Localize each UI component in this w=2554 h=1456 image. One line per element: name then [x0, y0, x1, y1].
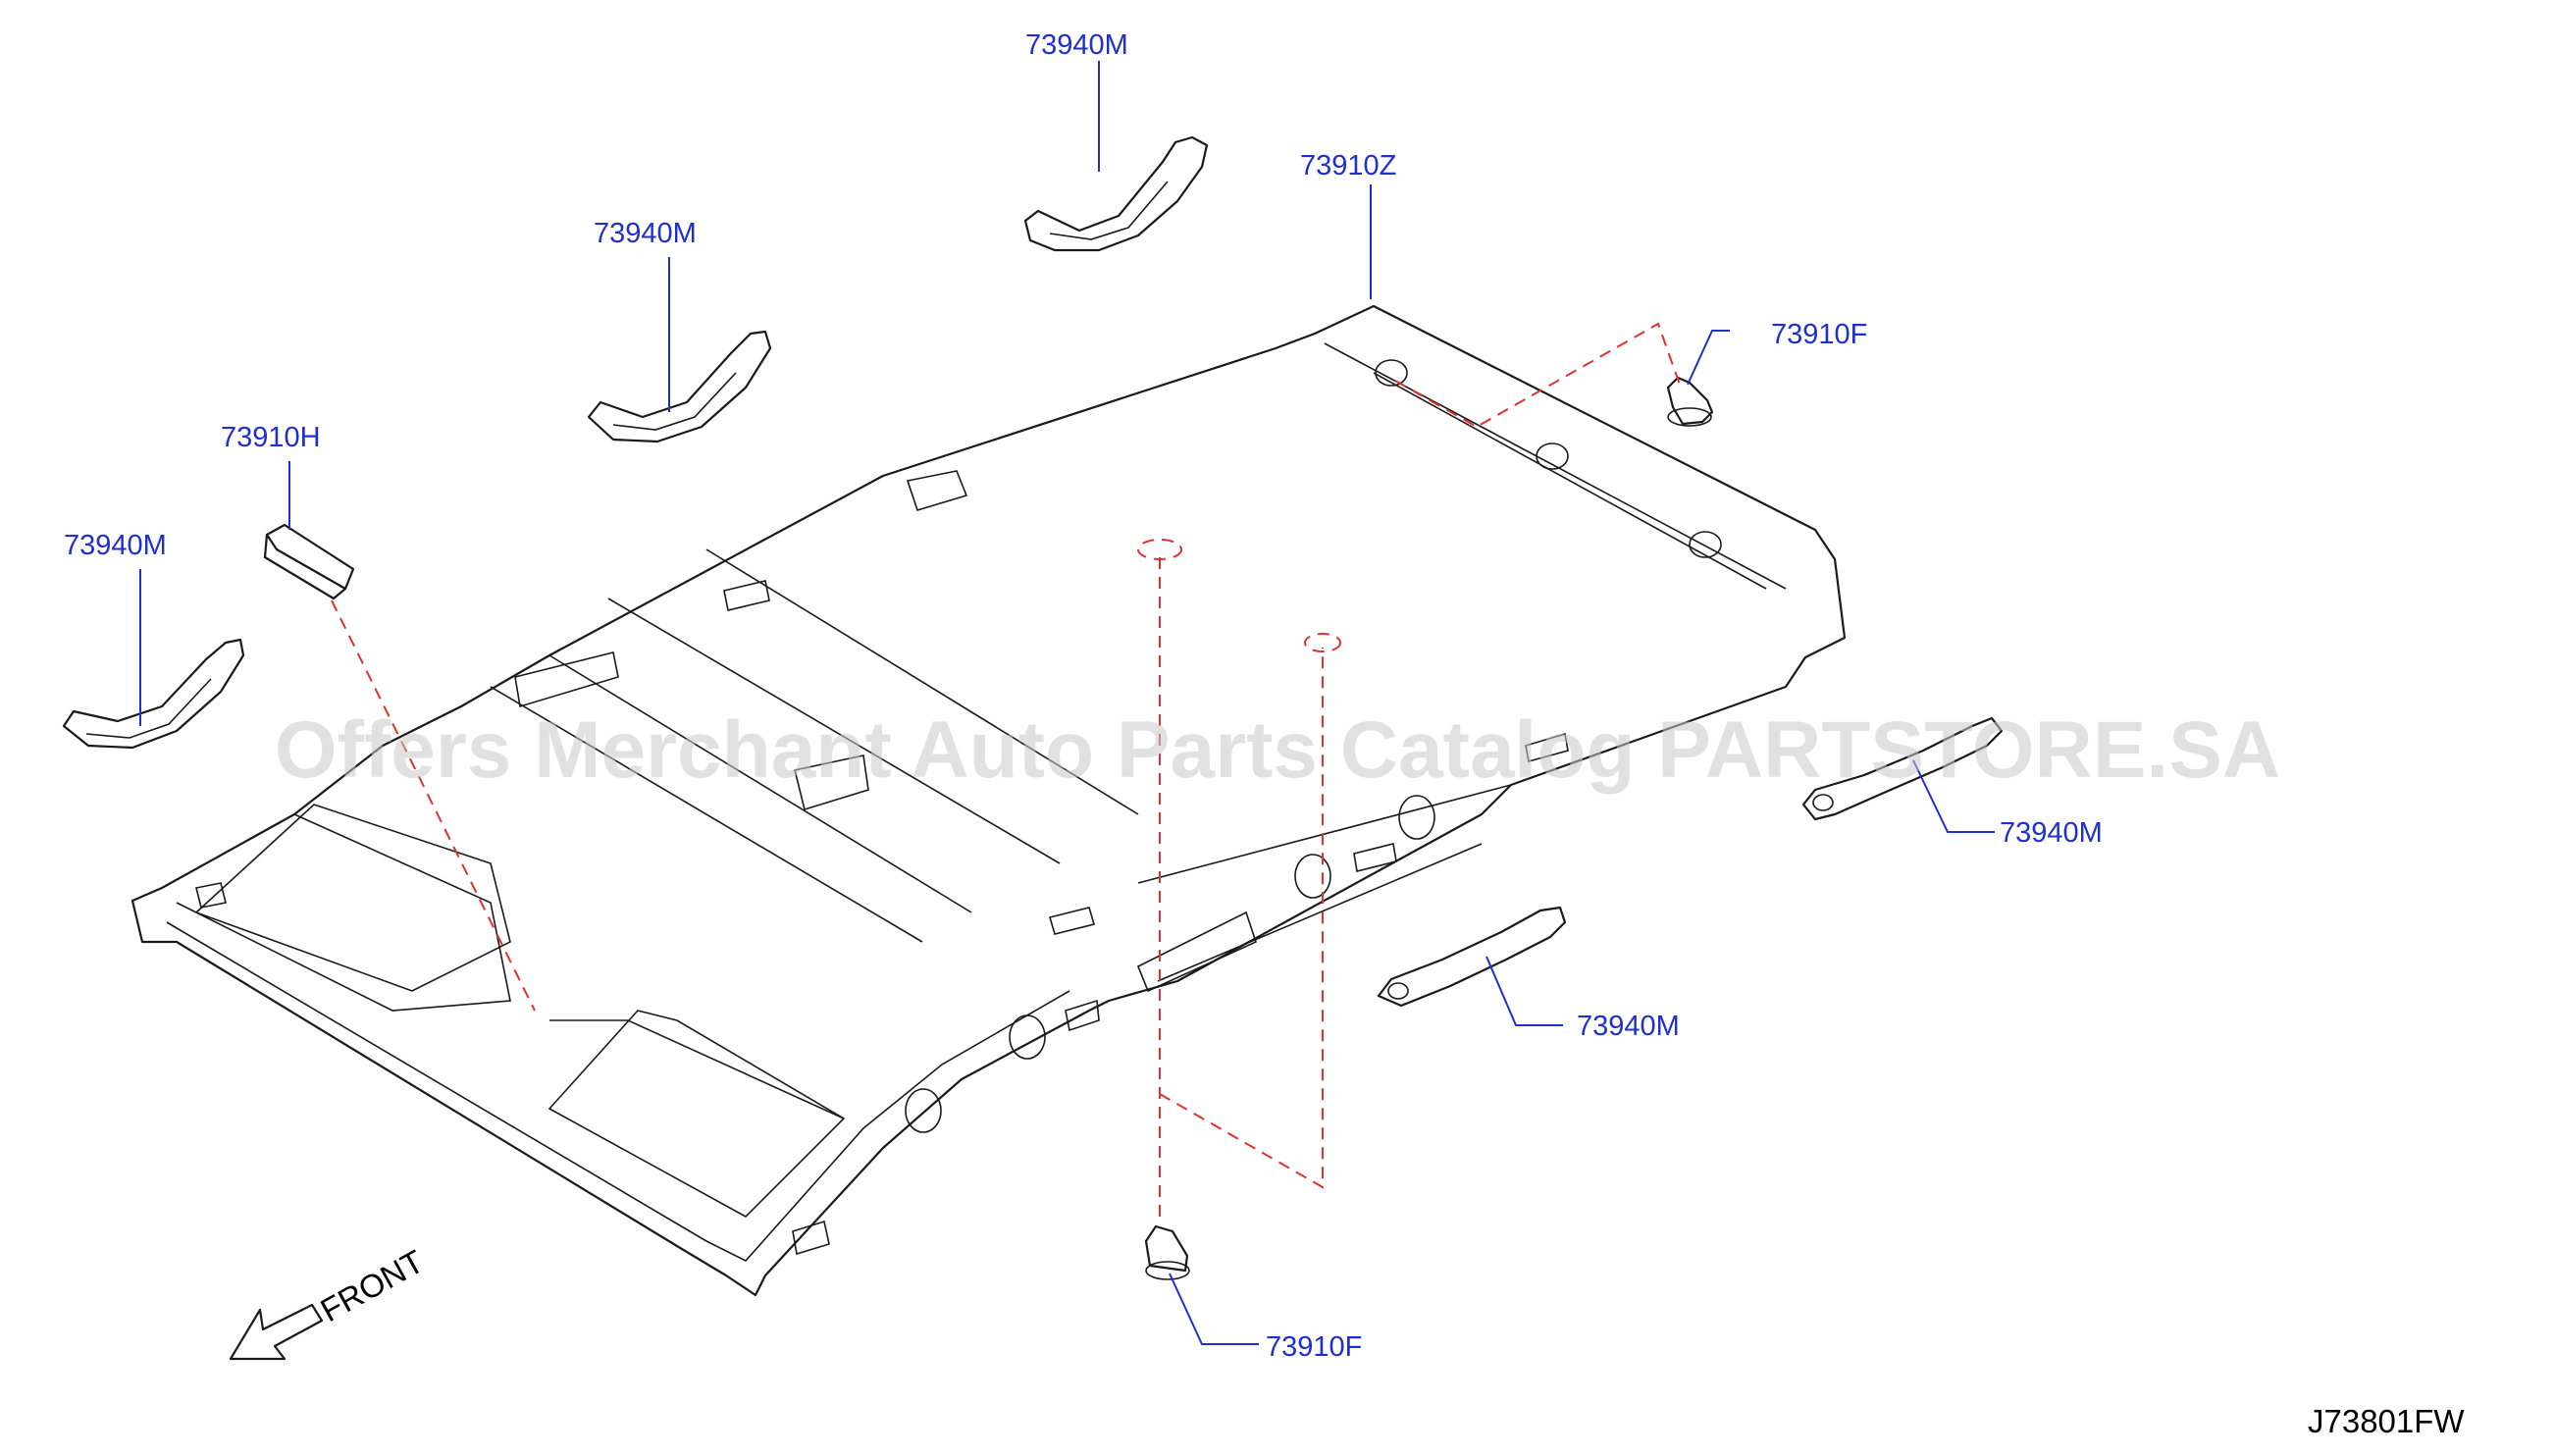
leader-lines — [139, 61, 1995, 1345]
label-73940M-top[interactable]: 73940M — [1025, 29, 1128, 61]
clip-upper[interactable] — [1666, 376, 1714, 427]
assist-grip-left[interactable] — [62, 638, 245, 750]
assist-grip-right-upper[interactable] — [1801, 716, 2004, 821]
pad-73910H[interactable] — [263, 523, 355, 600]
label-73940M-right-lower[interactable]: 73940M — [1577, 1011, 1680, 1042]
front-arrow — [229, 1303, 324, 1361]
label-73940M-right-upper[interactable]: 73940M — [2000, 817, 2103, 849]
label-73910H[interactable]: 73910H — [221, 422, 321, 453]
assist-grip-top[interactable] — [1023, 135, 1209, 252]
front-label: FRONT — [314, 1243, 429, 1328]
label-73910Z[interactable]: 73910Z — [1300, 150, 1396, 182]
label-73940M-left[interactable]: 73940M — [64, 530, 167, 561]
assist-grip-right-lower[interactable] — [1377, 906, 1567, 1008]
assembly-lines — [331, 322, 1681, 1222]
watermark: Offers Merchant Auto Parts Catalog PARTS… — [275, 705, 2280, 795]
diagram-ref-code: J73801FW — [2308, 1403, 2465, 1439]
headlining-panel[interactable] — [130, 304, 1847, 1297]
label-73910F-lower[interactable]: 73910F — [1266, 1331, 1362, 1363]
clip-lower[interactable] — [1144, 1224, 1190, 1280]
assist-grip-mid[interactable] — [587, 330, 772, 443]
label-73940M-mid[interactable]: 73940M — [594, 218, 697, 249]
label-73910F-upper[interactable]: 73910F — [1771, 319, 1867, 350]
